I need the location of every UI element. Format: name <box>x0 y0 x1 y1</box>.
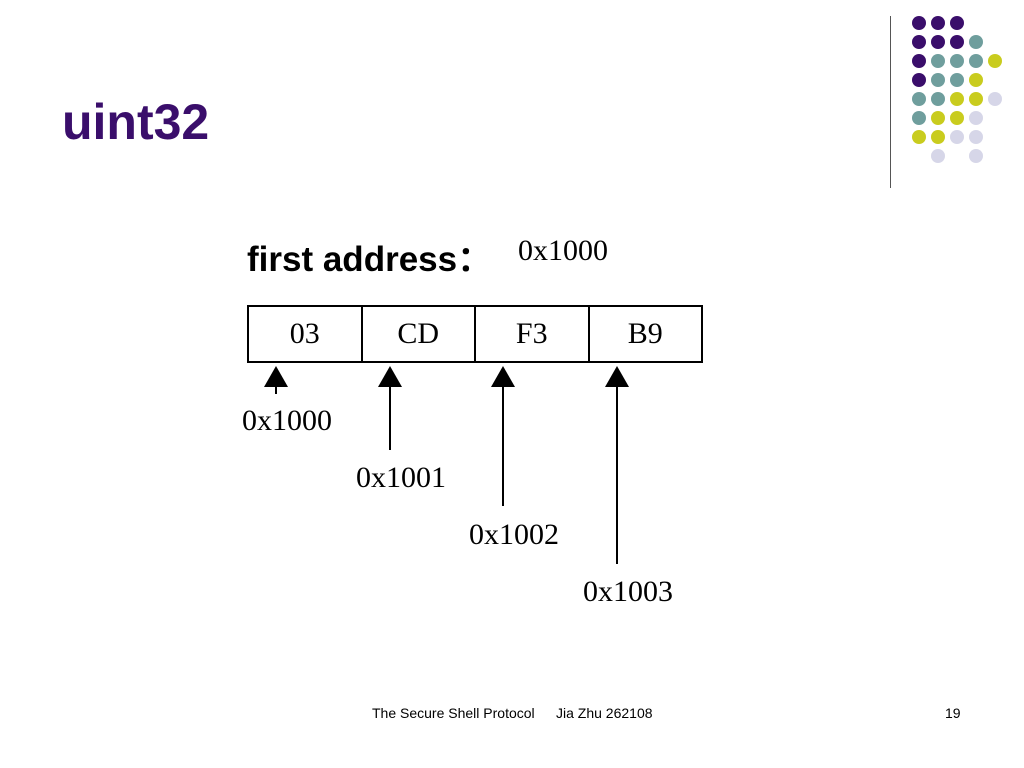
decor-dot <box>912 130 926 144</box>
decor-dot <box>969 35 983 49</box>
slide-title: uint32 <box>62 94 210 150</box>
decor-dot <box>969 130 983 144</box>
first-address-label: first address： <box>247 240 493 279</box>
byte-cell: F3 <box>474 307 588 361</box>
address-label-0x1000: 0x1000 <box>242 404 332 437</box>
page-number: 19 <box>945 705 961 721</box>
decor-dot <box>969 54 983 68</box>
decor-dot <box>969 92 983 106</box>
decor-dot <box>988 92 1002 106</box>
arrow-0x1003 <box>605 366 629 564</box>
decor-dot <box>931 130 945 144</box>
decor-dot <box>912 111 926 125</box>
decor-dot <box>931 111 945 125</box>
byte-cell: B9 <box>587 307 702 361</box>
footer-title: The Secure Shell Protocol <box>372 705 535 721</box>
footer-author: Jia Zhu 262108 <box>556 705 653 721</box>
arrow-head <box>264 366 288 387</box>
decor-dot <box>931 35 945 49</box>
address-label-0x1002: 0x1002 <box>469 518 559 551</box>
decor-dot <box>931 16 945 30</box>
decor-dot <box>969 149 983 163</box>
decor-dot <box>912 92 926 106</box>
vertical-divider <box>890 16 891 188</box>
byte-cell: 03 <box>289 317 320 350</box>
decor-dot <box>950 92 964 106</box>
decor-dot <box>950 54 964 68</box>
address-label-0x1003: 0x1003 <box>583 575 673 608</box>
decor-dot <box>931 149 945 163</box>
arrow-head <box>378 366 402 387</box>
decor-dot <box>950 16 964 30</box>
decor-dot <box>950 111 964 125</box>
decor-dot <box>912 54 926 68</box>
first-address-value: 0x1000 <box>518 234 608 267</box>
dot-grid-decoration <box>912 16 1002 163</box>
arrow-0x1000 <box>264 366 288 394</box>
address-label-0x1001: 0x1001 <box>356 461 446 494</box>
byte-cell: CD <box>360 307 475 361</box>
decor-dot <box>931 54 945 68</box>
decor-dot <box>912 73 926 87</box>
arrow-0x1002 <box>491 366 515 506</box>
arrow-head <box>605 366 629 387</box>
decor-dot <box>950 73 964 87</box>
decor-dot <box>912 16 926 30</box>
arrow-0x1001 <box>378 366 402 450</box>
decor-dot <box>969 73 983 87</box>
decor-dot <box>931 92 945 106</box>
memory-bytes-row: 03 CD F3 B9 <box>247 305 703 363</box>
decor-dot <box>969 111 983 125</box>
decor-dot <box>950 130 964 144</box>
decor-dot <box>988 54 1002 68</box>
decor-dot <box>931 73 945 87</box>
decor-dot <box>912 35 926 49</box>
arrow-head <box>491 366 515 387</box>
decor-dot <box>950 35 964 49</box>
